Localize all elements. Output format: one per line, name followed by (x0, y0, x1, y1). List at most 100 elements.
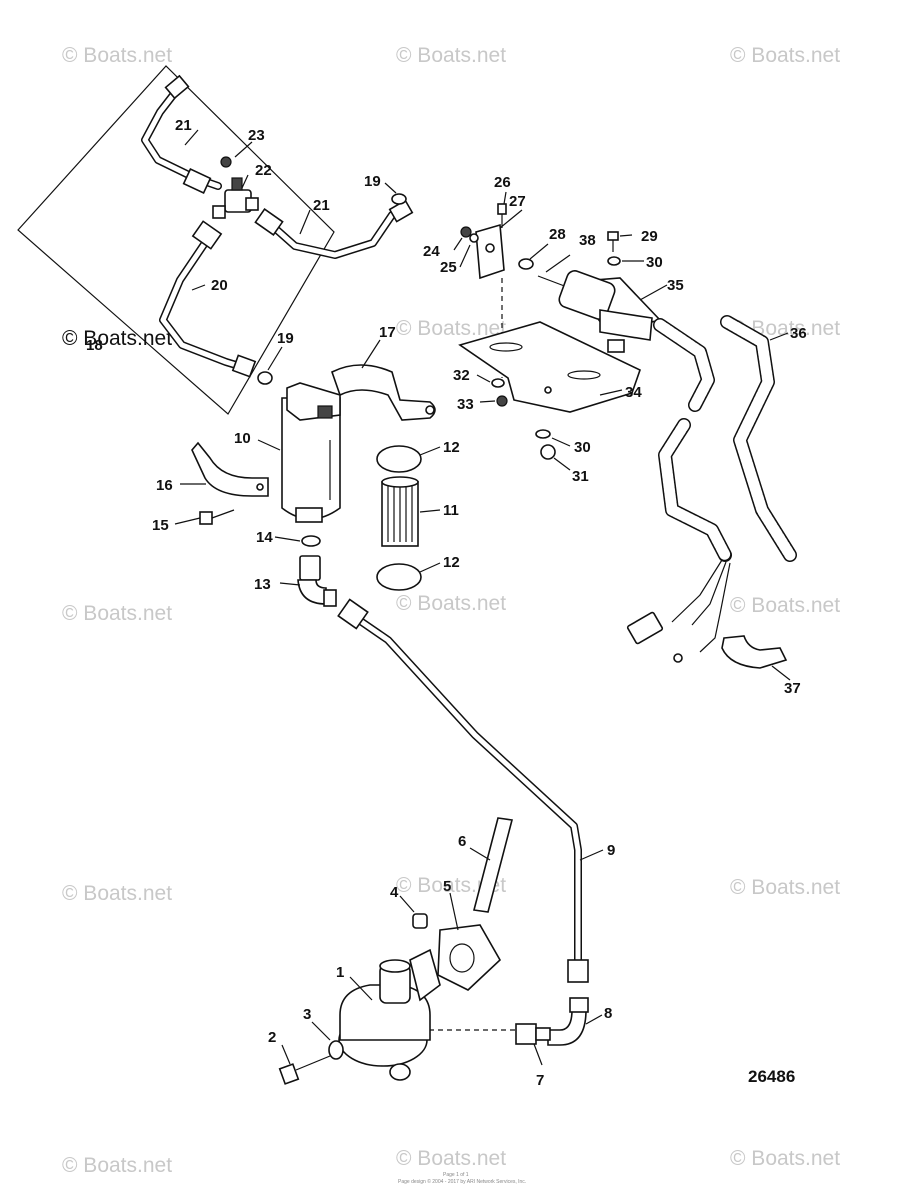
watermark: © Boats.net (62, 602, 172, 625)
part-31-nut (540, 444, 556, 460)
part-30-washer (535, 429, 551, 439)
watermark: © Boats.net (396, 317, 506, 340)
callout-35: 35 (667, 277, 684, 294)
part-16-clamp (191, 441, 269, 497)
callout-29: 29 (641, 228, 658, 245)
footer-copyright: Page design © 2004 - 2017 by ARI Network… (398, 1178, 526, 1185)
part-21-tube-left (141, 74, 222, 194)
callout-33: 33 (457, 396, 474, 413)
part-19-washer (391, 193, 407, 205)
callout-30: 30 (574, 439, 591, 456)
part-10-filter-housing (281, 382, 341, 523)
footer-page: Page 1 of 1 (443, 1172, 469, 1178)
callout-19: 19 (277, 330, 294, 347)
callout-2: 2 (268, 1029, 276, 1046)
part-9-fuel-line (337, 598, 589, 983)
part-1-fuel-pump (338, 948, 441, 1081)
part-36-conduit (720, 315, 797, 562)
leader-lines (174, 129, 791, 1066)
inset-box (17, 65, 335, 415)
callout-1: 1 (336, 964, 344, 981)
part-6-pushrod (472, 817, 514, 913)
part-15-screw (199, 509, 235, 525)
callout-32: 32 (453, 367, 470, 384)
callout-26: 26 (494, 174, 511, 191)
callout-10: 10 (234, 430, 251, 447)
watermark-layer: © Boats.net © Boats.net © Boats.net © Bo… (62, 44, 840, 1177)
callout-36: 36 (790, 325, 807, 342)
part-4-plug (412, 913, 428, 929)
watermark: © Boats.net (730, 1147, 840, 1170)
callout-16: 16 (156, 477, 173, 494)
part-11-filter-element (381, 476, 419, 547)
part-34-mounting-plate (458, 321, 641, 413)
watermark: © Boats.net (396, 1147, 506, 1170)
part-37-clip (721, 635, 788, 669)
callout-25: 25 (440, 259, 457, 276)
figure-number: 26486 (748, 1067, 795, 1086)
callout-23: 23 (248, 127, 265, 144)
callout-17: 17 (379, 324, 396, 341)
part-13-elbow (297, 555, 337, 607)
watermark: © Boats.net (730, 876, 840, 899)
callout-12: 12 (443, 554, 460, 571)
part-19-washer (257, 371, 273, 385)
watermark: © Boats.net (62, 44, 172, 67)
part-2-bolt (278, 1055, 331, 1085)
callout-27: 27 (509, 193, 526, 210)
part-25-washer (469, 233, 479, 243)
callout-20: 20 (211, 277, 228, 294)
callout-21: 21 (313, 197, 330, 214)
part-5-gasket (437, 924, 502, 991)
callout-labels: 1 2 3 4 5 6 7 8 9 10 11 12 12 13 14 15 1… (86, 117, 807, 1089)
part-20-tube (159, 220, 257, 378)
callout-7: 7 (536, 1072, 544, 1089)
part-24-nut (460, 226, 472, 238)
callout-9: 9 (607, 842, 615, 859)
watermark: © Boats.net (396, 592, 506, 615)
part-35-solenoid (558, 270, 662, 353)
callout-4: 4 (390, 884, 399, 901)
callout-14: 14 (256, 529, 273, 546)
callout-21: 21 (175, 117, 192, 134)
callout-31: 31 (572, 468, 589, 485)
callout-22: 22 (255, 162, 272, 179)
callout-30: 30 (646, 254, 663, 271)
callout-5: 5 (443, 878, 451, 895)
part-30-washer (607, 256, 621, 266)
part-21-tube-right (254, 199, 414, 259)
callout-8: 8 (604, 1005, 612, 1022)
part-22-tee-fitting (212, 177, 259, 219)
part-27-bracket (475, 223, 505, 280)
part-7-fitting (515, 1023, 551, 1045)
part-32-washer (491, 378, 505, 388)
part-33-nut (496, 395, 508, 407)
watermark: © Boats.net (730, 44, 840, 67)
callout-37: 37 (784, 680, 801, 697)
callout-3: 3 (303, 1006, 311, 1023)
part-3-washer (328, 1040, 344, 1060)
callout-34: 34 (625, 384, 642, 401)
callout-11: 11 (443, 502, 459, 519)
part-8-elbow (547, 997, 589, 1046)
wiring-harness (626, 318, 732, 663)
part-12-o-ring (376, 563, 422, 591)
watermark: © Boats.net (396, 44, 506, 67)
callout-13: 13 (254, 576, 271, 593)
part-14-o-ring (301, 535, 321, 547)
callout-18: 18 (86, 337, 103, 354)
part-23-cap (220, 156, 232, 168)
watermark: © Boats.net (62, 327, 172, 350)
callout-24: 24 (423, 243, 440, 260)
callout-6: 6 (458, 833, 466, 850)
callout-12: 12 (443, 439, 460, 456)
callout-15: 15 (152, 517, 169, 534)
watermark: © Boats.net (62, 1154, 172, 1177)
callout-38: 38 (579, 232, 596, 249)
part-29-screw (607, 231, 619, 252)
callout-19: 19 (364, 173, 381, 190)
part-12-o-ring (376, 445, 422, 473)
watermark: © Boats.net (62, 882, 172, 905)
part-17-bracket (331, 364, 436, 421)
